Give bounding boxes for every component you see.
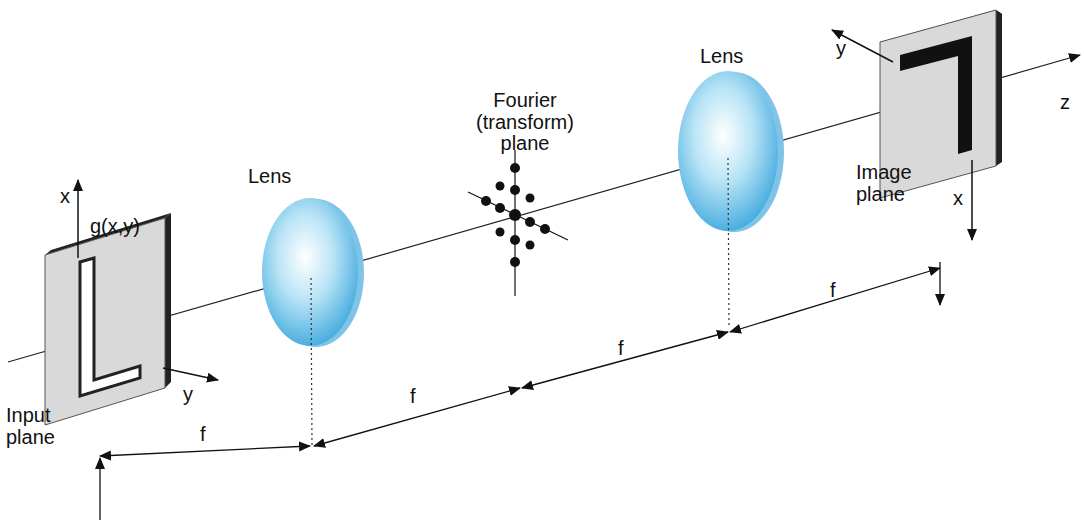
dimension-label: f [618, 338, 624, 360]
axis-label: z [1060, 92, 1070, 114]
axis-label: y [836, 38, 846, 60]
lens [678, 71, 778, 231]
fourier-spots [468, 150, 568, 296]
axis-label: y [183, 384, 193, 406]
axis-label: x [953, 188, 963, 210]
dimension-label: f [830, 280, 836, 302]
dimension-label: f [200, 424, 206, 446]
dimension-label: f [410, 386, 416, 408]
y-axis-arrow [832, 30, 893, 62]
leader-line [311, 278, 312, 446]
leader-line [728, 158, 729, 328]
axis-label: x [60, 186, 70, 208]
dimension-lines [100, 262, 940, 520]
lens [262, 198, 358, 346]
plane-label: Image plane [856, 162, 926, 205]
x-axis-arrow [77, 180, 79, 258]
function-label: g(x,y) [90, 216, 140, 238]
plane-label: Input plane [6, 405, 76, 448]
plane-label: Fourier (transform) plane [470, 90, 580, 155]
input-plate [45, 213, 171, 425]
lens-label: Lens [700, 46, 743, 68]
lens-label: Lens [248, 166, 291, 188]
y-axis-arrow [163, 368, 218, 380]
x-axis-arrow [971, 160, 973, 240]
